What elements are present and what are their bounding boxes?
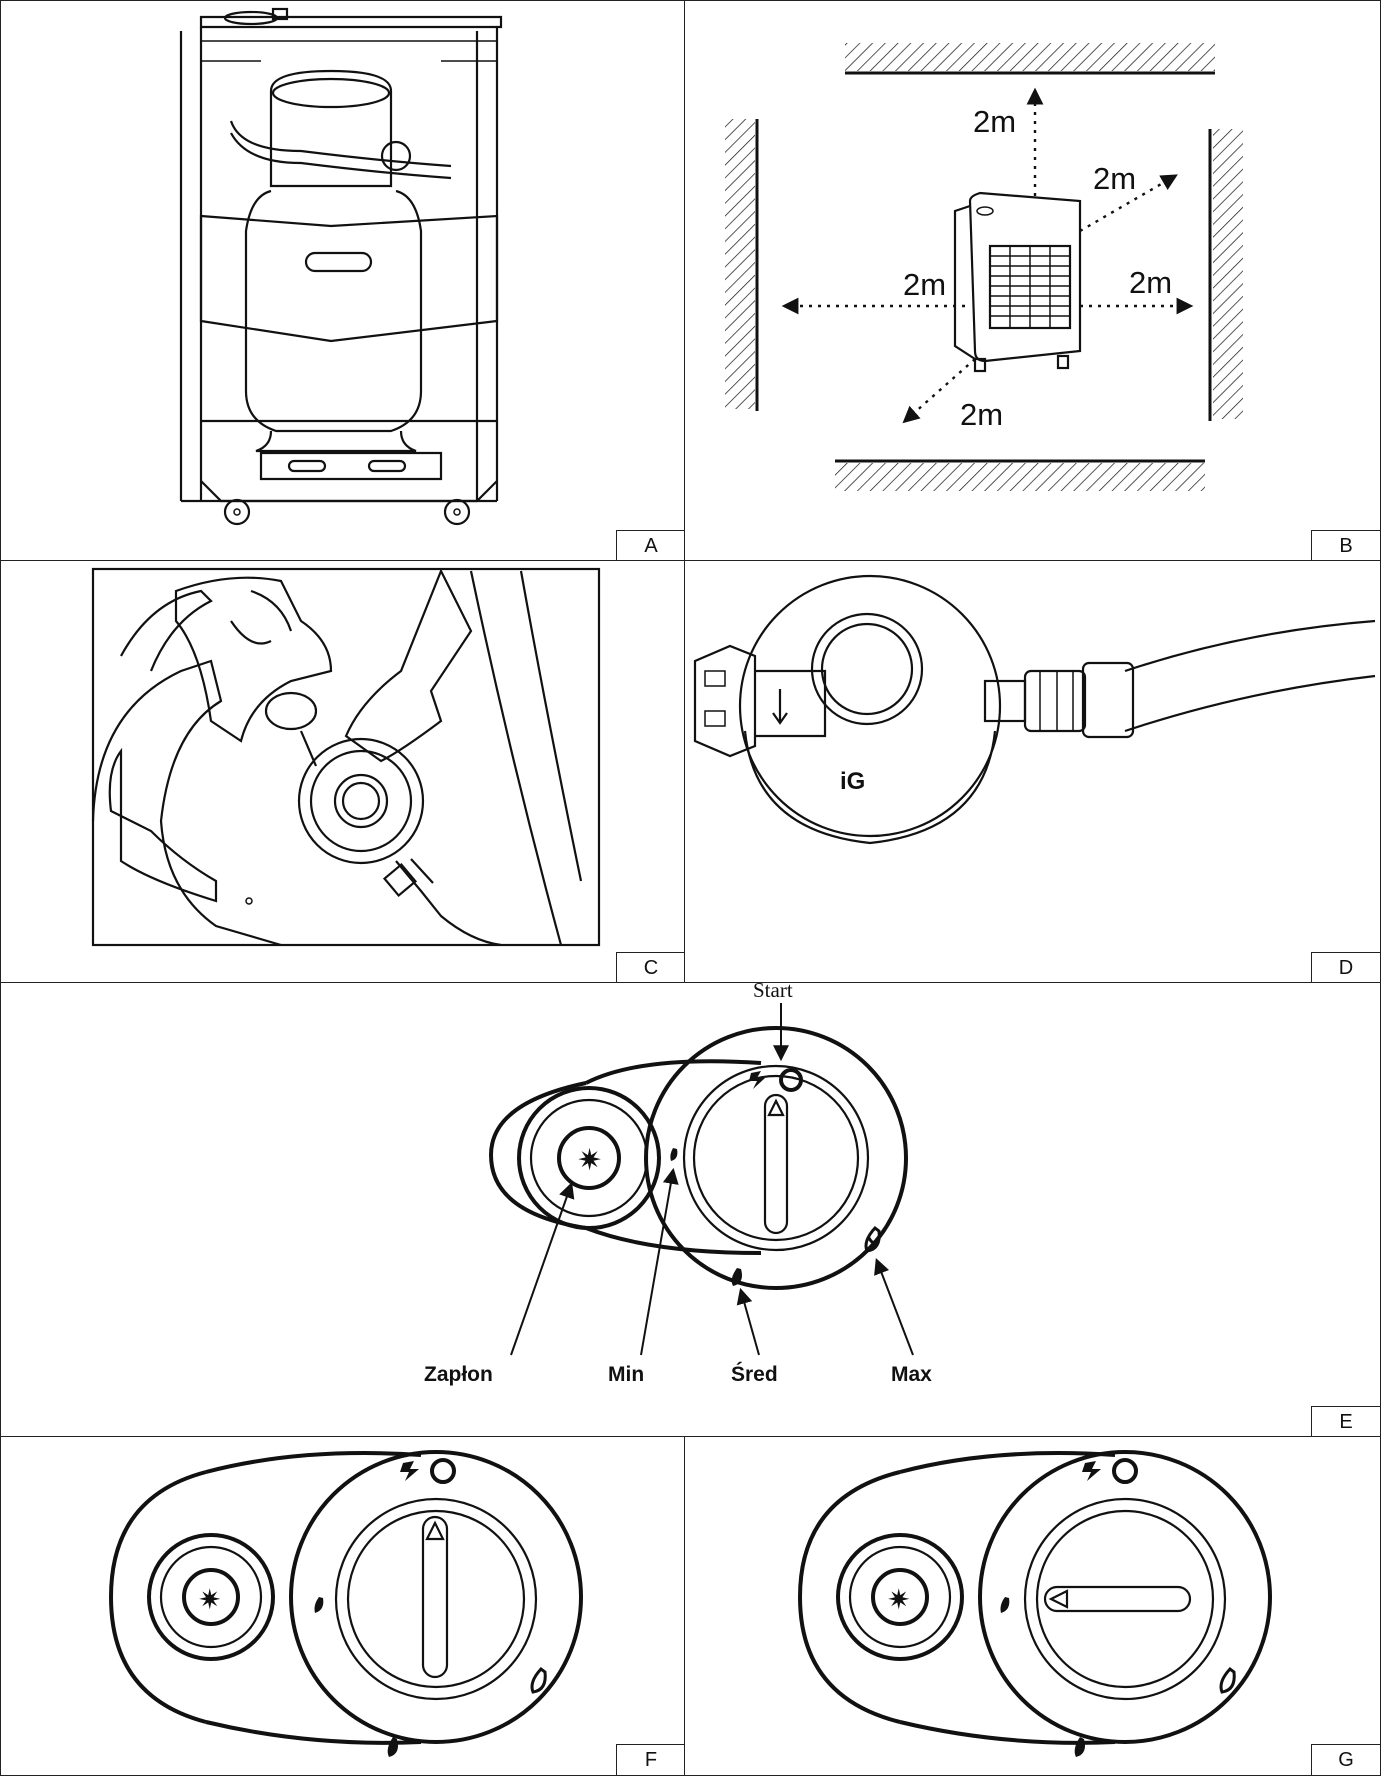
ignition-spark-icon: ✷ bbox=[577, 1143, 602, 1178]
ignition-spark-icon: ✷ bbox=[887, 1583, 910, 1616]
panel-a: A bbox=[0, 0, 686, 562]
control-panel-labelled-diagram: ✷ Start Zapłon Min Śred Max bbox=[424, 983, 932, 1386]
panel-c: C bbox=[0, 560, 686, 984]
distance-label-left: 2m bbox=[903, 267, 946, 302]
label-ignition: Zapłon bbox=[424, 1363, 493, 1386]
distance-label-right: 2m bbox=[1129, 265, 1172, 300]
panel-tag-e: E bbox=[1311, 1406, 1380, 1437]
label-start: Start bbox=[753, 983, 793, 1002]
panel-tag-g: G bbox=[1311, 1744, 1380, 1775]
control-knob-vertical-position: ✷ bbox=[108, 1450, 583, 1757]
panel-tag-c: C bbox=[616, 952, 685, 983]
panel-f: ✷ F bbox=[0, 1436, 686, 1776]
distance-label-bottom: 2m bbox=[960, 397, 1003, 432]
panel-tag-a: A bbox=[616, 530, 685, 561]
panel-tag-f: F bbox=[616, 1744, 685, 1775]
panel-tag-b: B bbox=[1311, 530, 1380, 561]
ignition-spark-icon: ✷ bbox=[198, 1583, 221, 1616]
label-mid: Śred bbox=[731, 1362, 778, 1386]
label-min: Min bbox=[608, 1363, 644, 1386]
panel-b: 2m 2m 2m 2m 2m B bbox=[684, 0, 1381, 562]
panel-tag-d: D bbox=[1311, 952, 1380, 983]
max-flame-icon bbox=[864, 1225, 881, 1253]
mid-flame-icon bbox=[731, 1268, 742, 1286]
panel-g: ✷ G bbox=[684, 1436, 1381, 1776]
panel-d: iG D bbox=[684, 560, 1381, 984]
heater-cabinet-with-gas-cylinder-drawing bbox=[179, 7, 503, 526]
label-max: Max bbox=[891, 1363, 932, 1386]
clearance-distance-diagram: 2m 2m 2m 2m 2m bbox=[725, 43, 1243, 491]
distance-label-top: 2m bbox=[973, 104, 1016, 139]
panel-e: ✷ Start Zapłon Min Śred Max E bbox=[0, 982, 1381, 1438]
gas-regulator-drawing: iG bbox=[693, 574, 1376, 845]
control-knob-horizontal-position: ✷ bbox=[797, 1450, 1272, 1757]
distance-label-top-right: 2m bbox=[1093, 161, 1136, 196]
min-flame-icon bbox=[670, 1148, 678, 1161]
regulator-logo: iG bbox=[840, 768, 865, 795]
connecting-regulator-drawing bbox=[91, 567, 601, 947]
